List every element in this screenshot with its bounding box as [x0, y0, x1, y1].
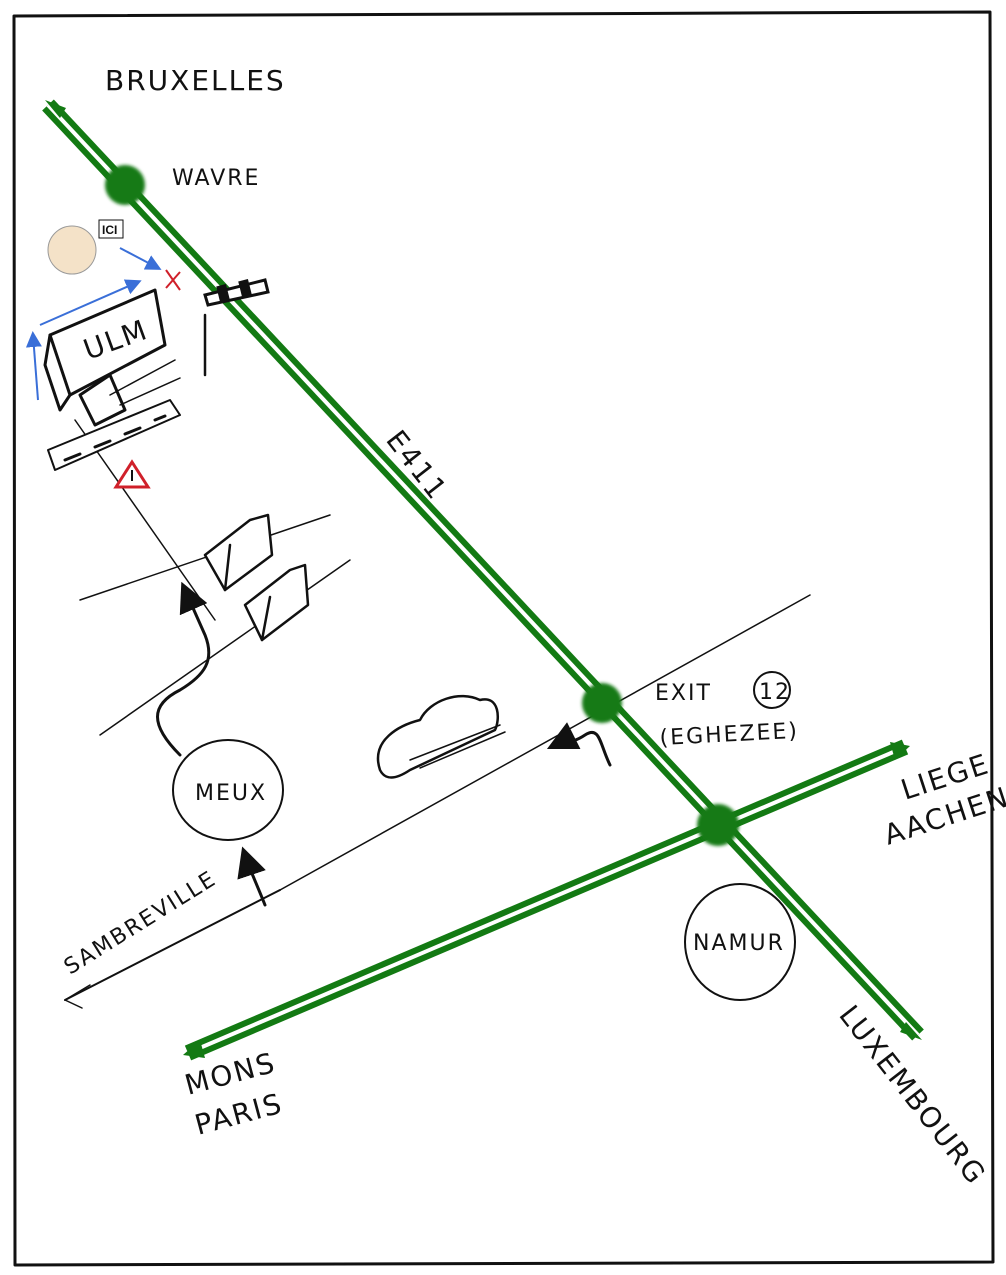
local-roads	[64, 313, 811, 1009]
route-to-ulm-arrows	[25, 247, 162, 401]
namur-circle	[684, 883, 796, 1001]
trees-icon	[376, 694, 506, 779]
houses-icon	[203, 513, 310, 642]
route-direction-arrows	[156, 581, 612, 907]
exit-number-circle	[753, 671, 791, 709]
location-x-marker	[165, 269, 181, 291]
label-eghezee: (EGHEZEE)	[659, 719, 800, 751]
highway-liege-mons	[183, 739, 910, 1061]
label-wavre: WAVRE	[172, 166, 260, 191]
label-bruxelles: BRUXELLES	[105, 64, 286, 97]
ulm-hangar-icon	[43, 288, 181, 471]
map-border	[12, 10, 995, 1267]
junction-wavre	[105, 165, 145, 205]
junction-namur	[697, 804, 739, 846]
label-namur: NAMUR	[693, 931, 785, 956]
meux-circle	[172, 739, 284, 841]
junction-exit-12	[582, 683, 622, 723]
windsock-icon	[203, 278, 270, 307]
warning-triangle-icon	[113, 459, 151, 489]
label-meux: MEUX	[195, 781, 267, 806]
label-sambreville: SAMBREVILLE	[60, 866, 221, 980]
highway-e411	[42, 99, 924, 1041]
label-exit-number: 12	[759, 680, 791, 705]
ici-mascot: ICI	[47, 219, 124, 275]
ici-sign-label: ICI	[102, 223, 117, 237]
label-exit: EXIT	[655, 681, 712, 706]
